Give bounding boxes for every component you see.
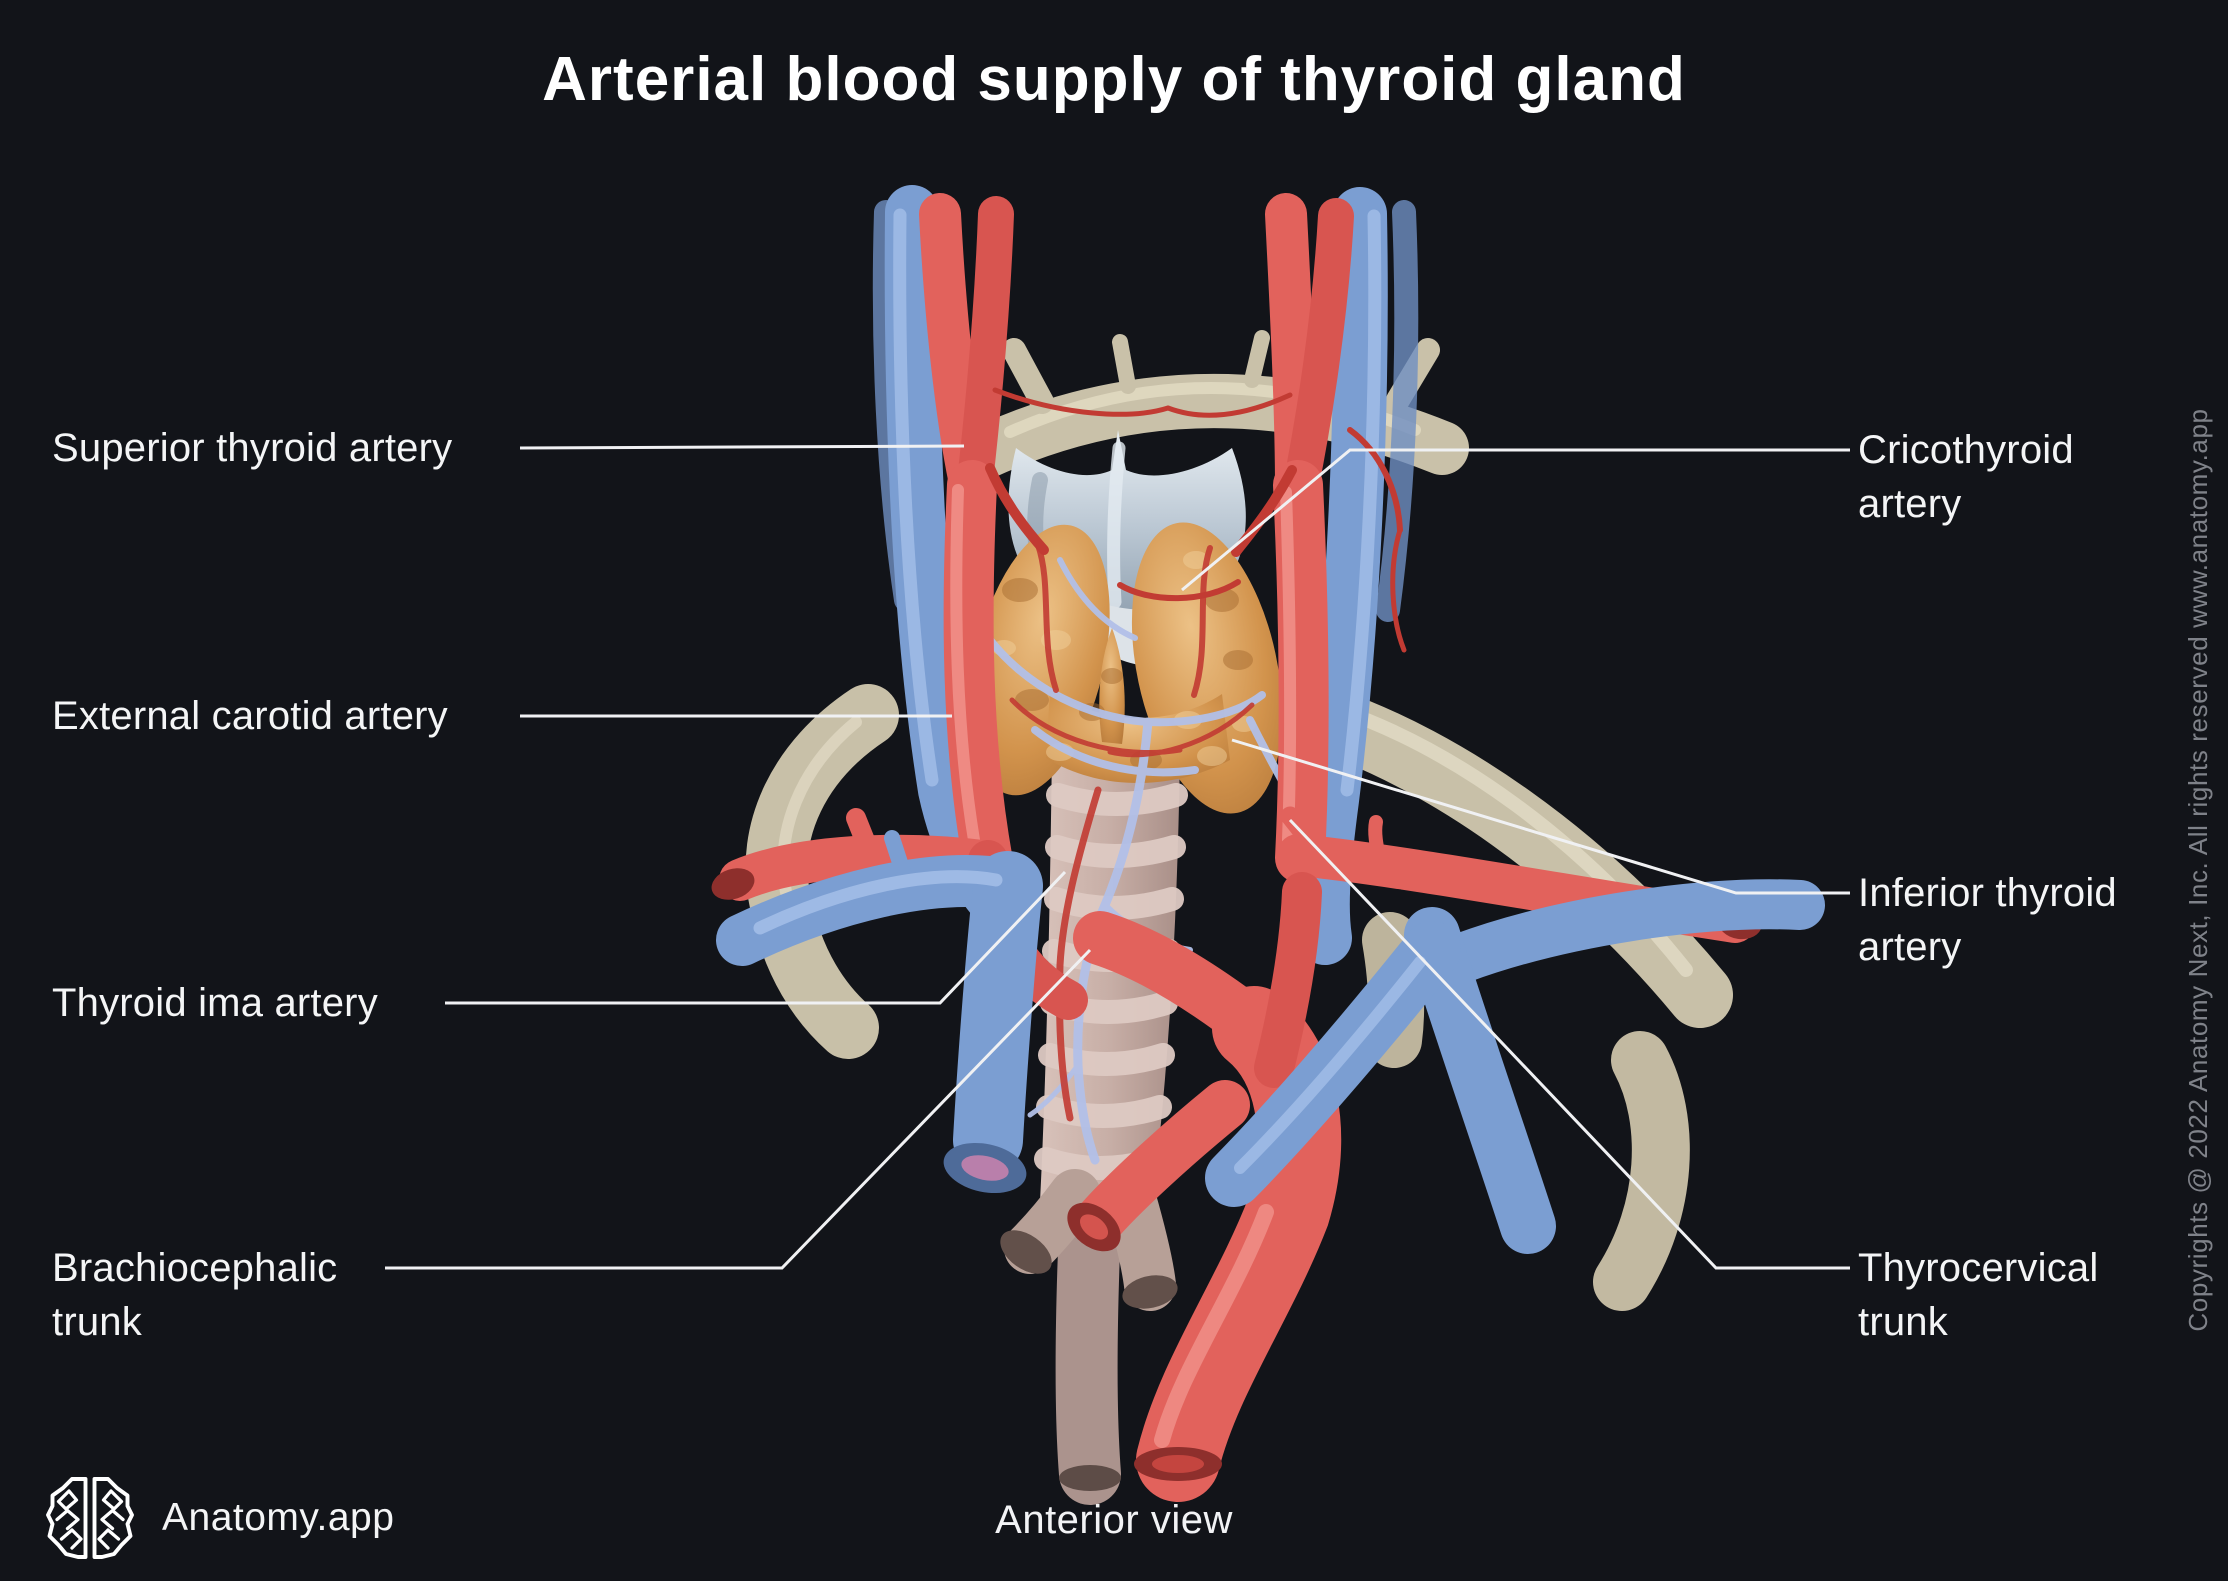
label-line: External carotid artery xyxy=(52,694,448,738)
label-line: Thyroid ima artery xyxy=(52,981,378,1025)
right-vein-highlight xyxy=(1234,956,1426,1174)
left-brachiocephalic-cut-lumen xyxy=(961,1155,1009,1181)
cricothyroid-artery-vessel xyxy=(1117,579,1241,602)
front-veins xyxy=(716,830,1825,1254)
label-line: Thyrocervical xyxy=(1858,1246,2099,1290)
brand-name: Anatomy.app xyxy=(162,1496,395,1539)
label-thyrocervical-trunk: Thyrocervical trunk xyxy=(1858,1241,2098,1349)
left-jugular-highlight xyxy=(893,208,939,787)
gland-veins xyxy=(986,557,1320,1165)
left-common-carotid xyxy=(943,460,1013,887)
copyright-text: Copyrights @ 2022 Anatomy Next, Inc. All… xyxy=(2183,407,2213,1332)
left-carotid-highlight xyxy=(950,484,980,846)
right-carotid-highlight xyxy=(1280,486,1297,846)
right-superior-thyroid-artery-vessel xyxy=(1231,465,1297,557)
leader-thyrocervical-trunk xyxy=(1288,818,1850,1270)
stub-cut-end-lumen xyxy=(1079,1214,1109,1240)
esophagus xyxy=(1055,1194,1121,1505)
brain-logo-icon xyxy=(46,1477,134,1559)
left-subclavian-cut-end xyxy=(711,868,755,900)
esophagus-cut-end xyxy=(1059,1465,1121,1491)
hyoid-left-lesser-horn xyxy=(1112,334,1136,394)
arterial-cut-stub xyxy=(1075,1080,1250,1245)
label-brachiocephalic-trunk: Brachiocephalic trunk xyxy=(52,1241,337,1349)
small-laryngeal-arteries xyxy=(985,387,1407,653)
left-vertebral-stub xyxy=(846,808,882,868)
label-external-carotid-artery: External carotid artery xyxy=(52,689,448,743)
right-internal-jugular xyxy=(1295,187,1388,965)
label-thyroid-ima-artery: Thyroid ima artery xyxy=(52,976,378,1030)
brachiocephalic-trunk-vessel xyxy=(1073,911,1283,1055)
label-cricothyroid-artery: Cricothyroid artery xyxy=(1858,423,2074,531)
brand-footer: Anatomy.app xyxy=(42,1472,394,1564)
view-orientation-label: Anterior view xyxy=(995,1498,1233,1542)
left-internal-carotid xyxy=(956,196,1014,508)
label-line: artery xyxy=(1858,925,1962,969)
thyroid-cartilage-ridge xyxy=(1107,441,1126,609)
label-line: artery xyxy=(1858,482,1962,526)
bones xyxy=(745,684,1733,1311)
label-line: Superior thyroid artery xyxy=(52,426,453,470)
label-line: trunk xyxy=(1858,1300,1948,1344)
left-superior-thyroid-artery-vessel xyxy=(985,463,1049,555)
label-line: Brachiocephalic xyxy=(52,1246,338,1290)
right-common-carotid xyxy=(1273,460,1329,883)
leader-thyroid-ima-artery xyxy=(445,870,1067,1005)
hyoid-left-horn xyxy=(1002,338,1054,414)
right-clavicle-bone xyxy=(1299,689,1733,1028)
right-shoulder-bone xyxy=(1593,1031,1690,1311)
aorta-cut-end-lumen xyxy=(1152,1455,1204,1473)
gland-arteries xyxy=(1009,542,1255,1122)
right-vertebral-stub xyxy=(1368,815,1387,869)
left-vein-highlight xyxy=(753,870,1003,935)
aorta-highlight xyxy=(1154,1204,1274,1448)
thyroid-ima-artery-vessel xyxy=(1055,786,1102,1122)
leader-cricothyroid-artery xyxy=(1181,448,1850,592)
label-superior-thyroid-artery: Superior thyroid artery xyxy=(52,421,452,475)
right-subclavian-vein xyxy=(1437,879,1825,983)
label-line: trunk xyxy=(52,1300,142,1344)
page-title: Arterial blood supply of thyroid gland xyxy=(542,45,1686,114)
leader-brachiocephalic-trunk xyxy=(385,948,1092,1270)
leader-superior-thyroid-artery xyxy=(519,444,965,450)
left-bronchus-cut-end xyxy=(1000,1230,1052,1274)
label-inferior-thyroid-artery: Inferior thyroid artery xyxy=(1858,866,2117,974)
left-brachiocephalic-vein xyxy=(953,851,1043,1175)
leader-inferior-thyroid-artery xyxy=(1231,738,1850,895)
label-line: Cricothyroid xyxy=(1858,428,2074,472)
right-jugular-highlight xyxy=(1340,209,1382,797)
leader-lines xyxy=(385,444,1850,1270)
left-common-carotid-origin xyxy=(1254,872,1322,1088)
label-line: Inferior thyroid xyxy=(1858,871,2117,915)
left-vein-branch-stub xyxy=(884,830,913,886)
hyoid-right-lesser-horn xyxy=(1244,330,1270,388)
right-bronchus-cut-end xyxy=(1122,1275,1178,1309)
carotid-arteries xyxy=(919,193,1407,887)
